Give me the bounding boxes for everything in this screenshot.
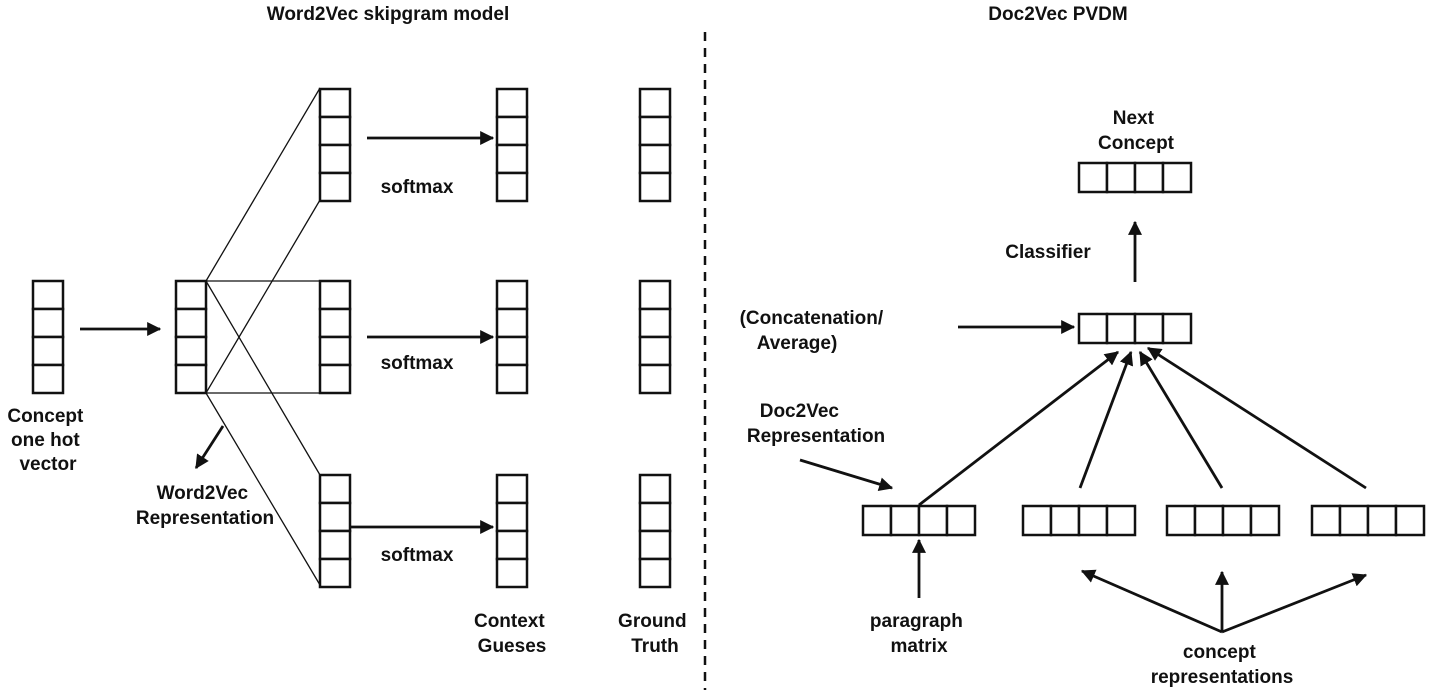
- doc2vec-panel: Doc2Vec PVDM Next Concept Classifier (Co…: [740, 4, 1426, 688]
- word2vec-panel: Word2Vec skipgram model Concept one hot …: [7, 4, 692, 657]
- concept-representations-label: concept representations: [1151, 642, 1294, 688]
- input-vector-label: Concept one hot vector: [7, 406, 88, 475]
- doc-representation-label: Doc2Vec Representation: [747, 401, 885, 447]
- context-vector-1: [495, 87, 529, 203]
- concept-vector-1: [1021, 504, 1137, 537]
- paragraph-matrix-label: paragraph matrix: [870, 611, 968, 657]
- combined-vector: [1077, 312, 1193, 345]
- combine-label: (Concatenation/ Average): [740, 308, 889, 354]
- truth-vector-2: [638, 279, 672, 395]
- projection-lines: [205, 87, 321, 586]
- doc2vec-title: Doc2Vec PVDM: [988, 4, 1127, 25]
- input-vector: [31, 279, 65, 395]
- converging-arrows: [918, 346, 1367, 507]
- embedding-label: Word2Vec Representation: [136, 483, 274, 529]
- next-concept-vector: [1077, 161, 1193, 194]
- concept-vector-2: [1165, 504, 1281, 537]
- context-label: Context Gueses: [474, 611, 550, 657]
- doc-representation-arrow: [799, 458, 894, 491]
- concept-representation-arrows: [1080, 569, 1368, 634]
- softmax-label-1: softmax: [381, 177, 454, 198]
- softmax-label-3: softmax: [381, 545, 454, 566]
- output-vector-1: [318, 87, 352, 203]
- next-concept-label: Next Concept: [1098, 108, 1175, 154]
- output-vector-3: [318, 473, 352, 589]
- truth-vector-1: [638, 87, 672, 203]
- paragraph-vector: [861, 504, 977, 537]
- context-vector-3: [495, 473, 529, 589]
- softmax-label-2: softmax: [381, 353, 454, 374]
- embedding-vector: [174, 279, 208, 395]
- word2vec-title: Word2Vec skipgram model: [267, 4, 510, 25]
- concept-vector-3: [1310, 504, 1426, 537]
- context-vector-2: [495, 279, 529, 395]
- embedding-label-arrow: [194, 425, 225, 469]
- truth-vector-3: [638, 473, 672, 589]
- truth-label: Ground Truth: [618, 611, 692, 657]
- classifier-label: Classifier: [1005, 242, 1091, 263]
- output-vector-2: [318, 279, 352, 395]
